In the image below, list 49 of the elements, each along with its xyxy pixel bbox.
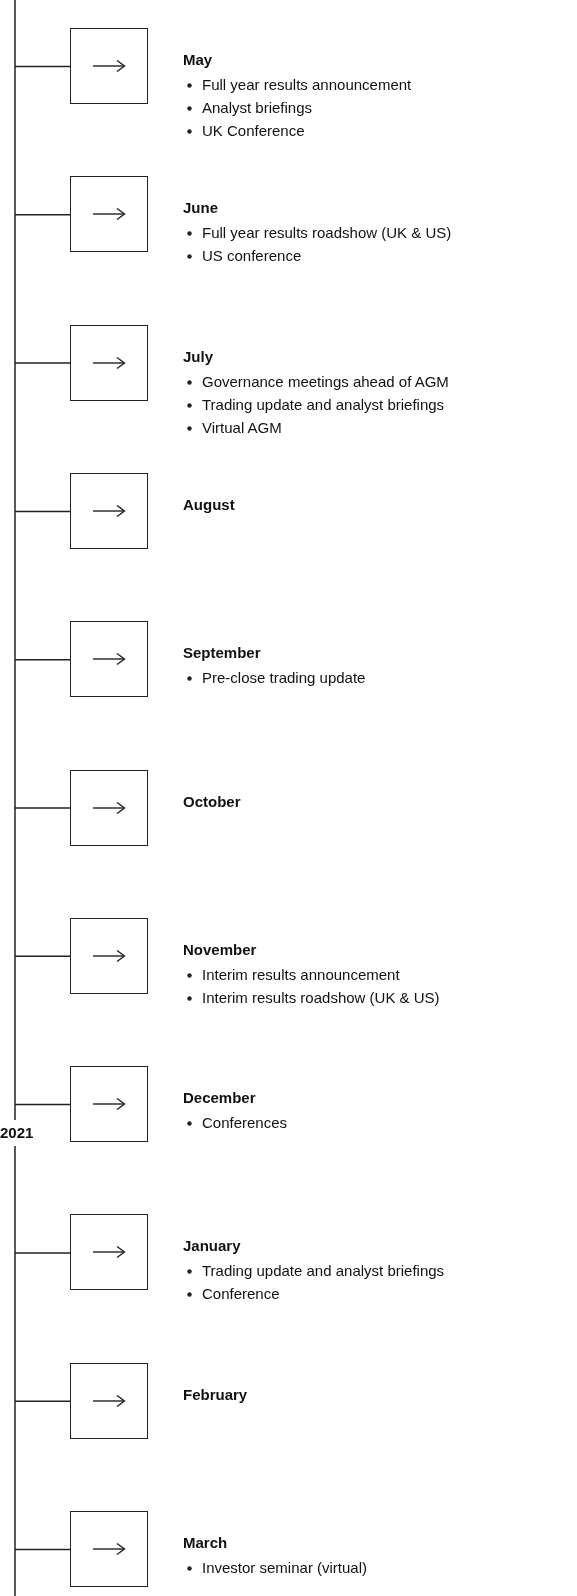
bullet-item: Trading update and analyst briefings <box>202 1262 445 1281</box>
year-label: 2021 <box>0 1124 34 1141</box>
bullet-item: UK Conference <box>202 122 305 140</box>
connector-line <box>14 1252 71 1254</box>
timeline-box <box>70 621 148 698</box>
bullet-item: Pre-close trading update <box>202 669 366 688</box>
timeline-box <box>70 28 148 104</box>
month-heading: May <box>183 51 213 68</box>
connector-line <box>14 658 71 661</box>
bullet-item: Trading update and analyst briefings <box>202 395 445 414</box>
timeline-box <box>70 1066 148 1143</box>
timeline-box <box>70 1362 148 1439</box>
month-heading: November <box>183 940 257 958</box>
bullet-item: Full year results roadshow (UK & US) <box>202 224 452 243</box>
month-heading: December <box>183 1089 256 1107</box>
timeline-box <box>70 472 148 549</box>
bullet-item: Interim results announcement <box>202 965 400 984</box>
bullet-item: Governance meetings ahead of AGM <box>202 372 449 391</box>
connector-line <box>14 1548 71 1551</box>
month-heading: July <box>183 347 213 365</box>
bullet-item: Virtual AGM <box>202 418 282 437</box>
bullet-item: Full year results announcement <box>202 76 412 94</box>
timeline-box <box>70 176 148 253</box>
month-heading: February <box>183 1385 248 1403</box>
month-heading: August <box>183 495 235 513</box>
connector-line <box>14 807 71 809</box>
month-heading: September <box>183 644 261 662</box>
connector-line <box>14 955 71 958</box>
connector-line <box>14 1103 71 1106</box>
timeline-box <box>70 769 148 846</box>
bullet-item: Interim results roadshow (UK & US) <box>202 988 440 1007</box>
connector-line <box>14 362 71 364</box>
month-heading: March <box>183 1534 228 1551</box>
connector-line <box>14 214 71 216</box>
bullet-item: US conference <box>202 247 302 266</box>
timeline-box <box>70 324 148 401</box>
bullet-item: Conference <box>202 1285 280 1304</box>
bullet-item: Analyst briefings <box>202 99 313 117</box>
bullet-item: Investor seminar (virtual) <box>202 1559 368 1577</box>
month-heading: January <box>183 1237 241 1255</box>
connector-line <box>14 65 71 68</box>
month-heading: October <box>183 792 241 810</box>
bullet-item: Conferences <box>202 1114 288 1133</box>
timeline-box <box>70 1214 148 1291</box>
timeline-box <box>70 1511 148 1587</box>
month-heading: June <box>183 199 218 217</box>
connector-line <box>14 1400 71 1402</box>
timeline-box <box>70 917 148 994</box>
connector-line <box>14 510 71 513</box>
